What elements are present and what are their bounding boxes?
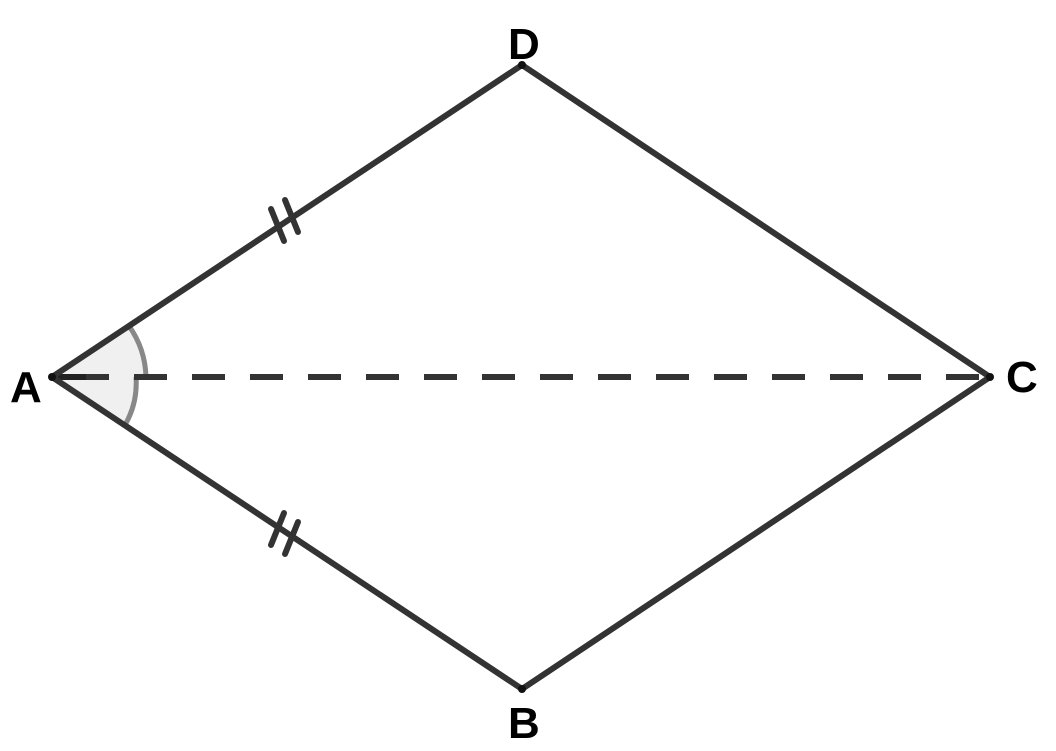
equal-marks-ab — [268, 510, 301, 557]
vertex-label-a: A — [10, 363, 42, 412]
vertex-c-dot — [986, 373, 994, 381]
side-dc — [519, 62, 993, 380]
vertex-a-dot — [48, 373, 56, 381]
vertex-label-c: C — [1006, 353, 1038, 402]
vertex-label-d: D — [508, 20, 540, 69]
angle-arc-upper — [126, 324, 149, 378]
side-ad — [49, 62, 525, 380]
vertex-label-b: B — [508, 699, 540, 748]
side-ba — [49, 374, 525, 692]
equal-marks-ad — [268, 197, 301, 244]
vertex-b-dot — [518, 685, 526, 693]
angle-arc-lower — [122, 376, 139, 427]
vertex-d-dot — [518, 61, 526, 69]
side-cb — [519, 374, 993, 692]
